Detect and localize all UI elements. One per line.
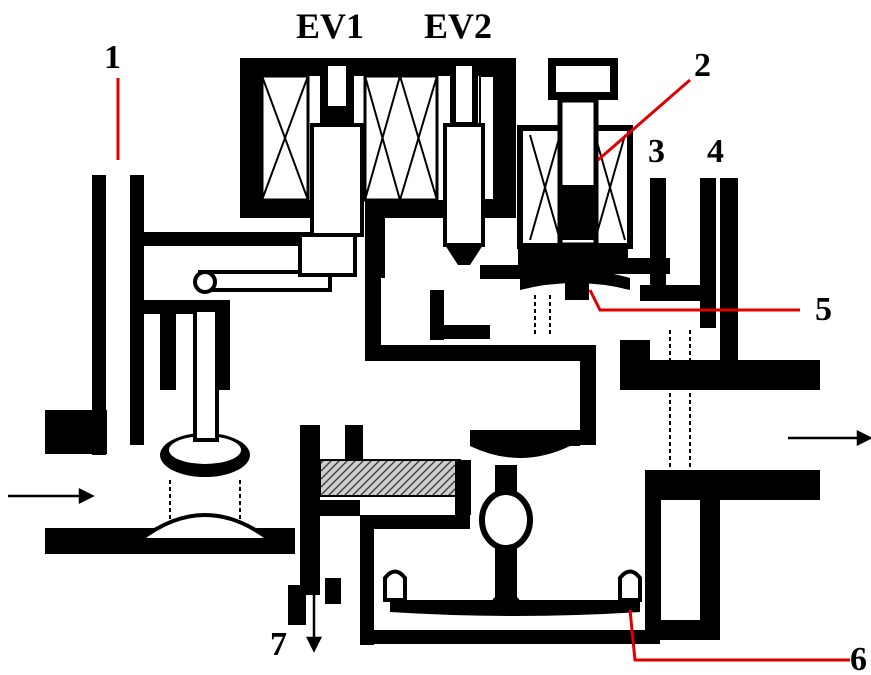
label-1: 1 (104, 39, 121, 76)
label-7: 7 (270, 626, 287, 663)
label-4: 4 (707, 133, 724, 170)
dashed-links (169, 295, 691, 520)
flow-arrows (8, 429, 871, 653)
labels: EV1 EV2 1 2 3 4 5 6 7 (104, 6, 867, 675)
label-ev2: EV2 (424, 6, 492, 46)
label-ev1: EV1 (296, 6, 364, 46)
label-6: 6 (850, 641, 867, 675)
label-5: 5 (815, 291, 832, 328)
leader-lines (116, 78, 850, 662)
label-2: 2 (694, 47, 711, 84)
valve-body (45, 58, 820, 645)
label-3: 3 (648, 133, 665, 170)
